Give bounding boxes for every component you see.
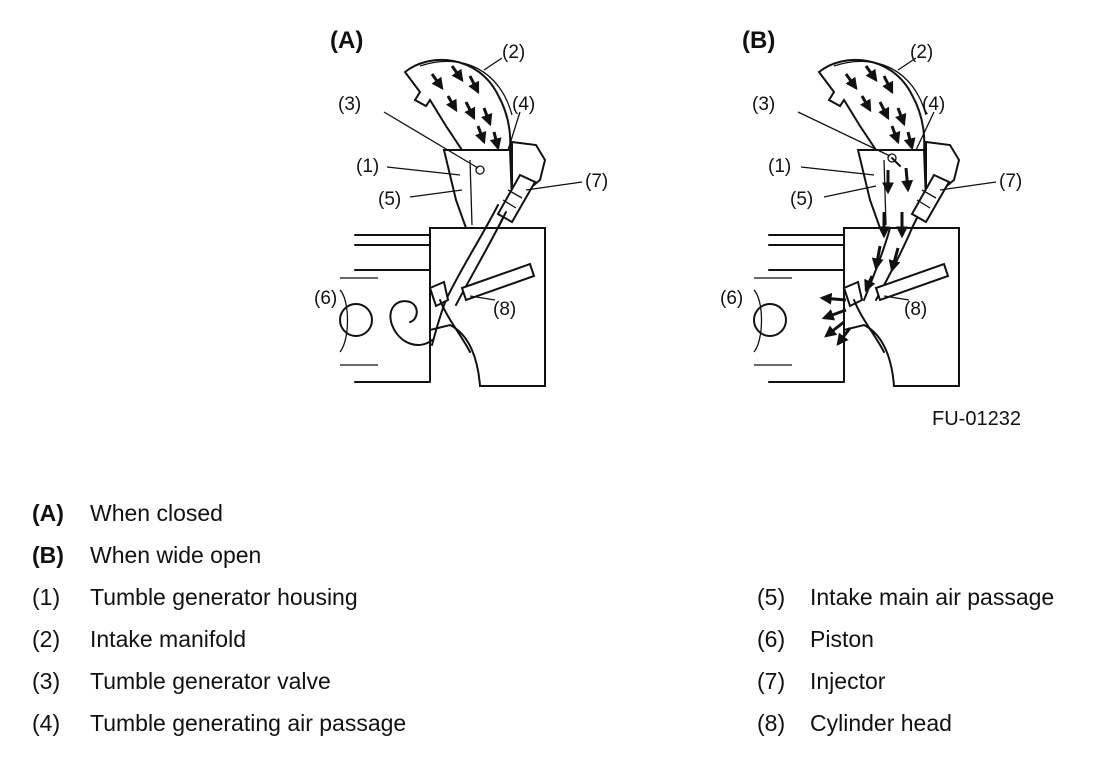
legend-item-5: (5) Intake main air passage [757,576,1054,618]
main-airflow-arrows-b [819,167,914,346]
panel-a: (A) [314,27,608,387]
legend-text: Tumble generator valve [90,668,331,694]
manifold-airflow-arrows [430,65,502,151]
panel-a-callout-7: (7) [585,171,608,192]
legend-item-7: (7) Injector [757,660,1054,702]
legend-item-a: (A) When closed [32,492,406,534]
manifold-airflow-arrows-b [844,65,916,151]
legend-item-b: (B) When wide open [32,534,406,576]
panel-b-callout-6: (6) [720,288,743,309]
panel-b-callout-4: (4) [922,94,945,115]
panel-b-callout-3: (3) [752,94,775,115]
tumble-generator-diagram: (A) [314,27,1022,387]
panel-a-letter: (A) [330,27,363,54]
legend-text: Cylinder head [810,710,952,736]
legend-key: (6) [757,626,786,652]
legend-text: When wide open [90,542,262,568]
legend-key: (4) [32,710,61,736]
legend-item-8: (8) Cylinder head [757,702,1054,744]
legend-item-1: (1) Tumble generator housing [32,576,406,618]
legend-key: (7) [757,668,786,694]
tumble-swirl-a [389,300,433,346]
legend-item-4: (4) Tumble generating air passage [32,702,406,744]
legend-item-6: (6) Piston [757,618,1054,660]
panel-a-callout-5: (5) [378,189,401,210]
piston-b [753,303,787,337]
legend-text: Tumble generating air passage [90,710,407,736]
cylinder-head-a [429,227,546,387]
legend-text: Intake manifold [90,626,246,652]
panel-b-callout-1: (1) [768,156,791,177]
legend-key: (2) [32,626,61,652]
panel-b-letter: (B) [742,27,775,54]
legend-left: (A) When closed (B) When wide open (1) Tumb… [32,492,406,744]
legend-right: (5) Intake main air passage (6) Piston (7)… [757,576,1054,744]
panel-a-callout-1: (1) [356,156,379,177]
legend-key: (8) [757,710,786,736]
panel-b: (B) [720,27,1022,387]
legend-text: Piston [810,626,874,652]
legend-key: (A) [32,500,64,526]
legend-item-3: (3) Tumble generator valve [32,660,406,702]
panel-a-callout-6: (6) [314,288,337,309]
legend-text: Injector [810,668,886,694]
legend-text: When closed [90,500,223,526]
panel-b-callout-8: (8) [904,299,927,320]
legend-text: Tumble generator housing [90,584,358,610]
legend-key: (3) [32,668,61,694]
panel-b-callout-7: (7) [999,171,1022,192]
injector-b [910,140,961,224]
injector-a [496,140,547,224]
legend-item-2: (2) Intake manifold [32,618,406,660]
panel-a-callout-2: (2) [502,42,525,63]
tumble-generator-valve [475,165,485,175]
panel-b-callout-2: (2) [910,42,933,63]
figure-code: FU-01232 [932,408,1021,430]
legend-key: (1) [32,584,61,610]
panel-a-callout-4: (4) [512,94,535,115]
legend-text: Intake main air passage [810,584,1055,610]
legend-key: (B) [32,542,64,568]
panel-a-callout-8: (8) [493,299,516,320]
panel-b-callout-5: (5) [790,189,813,210]
piston-a [339,303,373,337]
tumble-generator-valve-b [887,153,897,163]
panel-a-callout-3: (3) [338,94,361,115]
legend-key: (5) [757,584,786,610]
